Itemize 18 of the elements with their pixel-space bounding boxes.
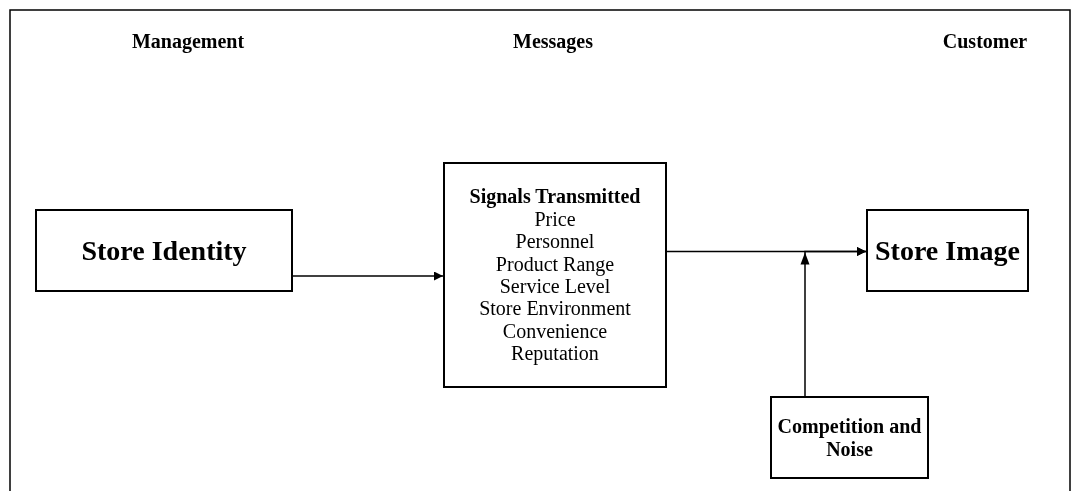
process-box [866, 209, 1029, 292]
process-box [443, 162, 667, 388]
column-heading: Customer [942, 30, 1028, 53]
process-box [770, 396, 929, 479]
column-heading: Messages [513, 30, 593, 53]
column-heading: Management [131, 30, 245, 53]
list-item: Service Level [499, 275, 611, 298]
list-item: Reputation [511, 342, 599, 365]
list-item: Product Range [495, 252, 615, 275]
box-heading: Signals Transmitted [469, 185, 641, 208]
list-item: Price [534, 207, 576, 231]
process-box [35, 209, 293, 292]
box-label: Store Identity [81, 234, 247, 267]
list-item: Personnel [515, 230, 595, 253]
list-item: Convenience [502, 319, 608, 343]
box-label: Store Image [875, 234, 1020, 267]
box-label: Competition and Noise [776, 415, 923, 460]
list-item: Store Environment [479, 297, 631, 320]
